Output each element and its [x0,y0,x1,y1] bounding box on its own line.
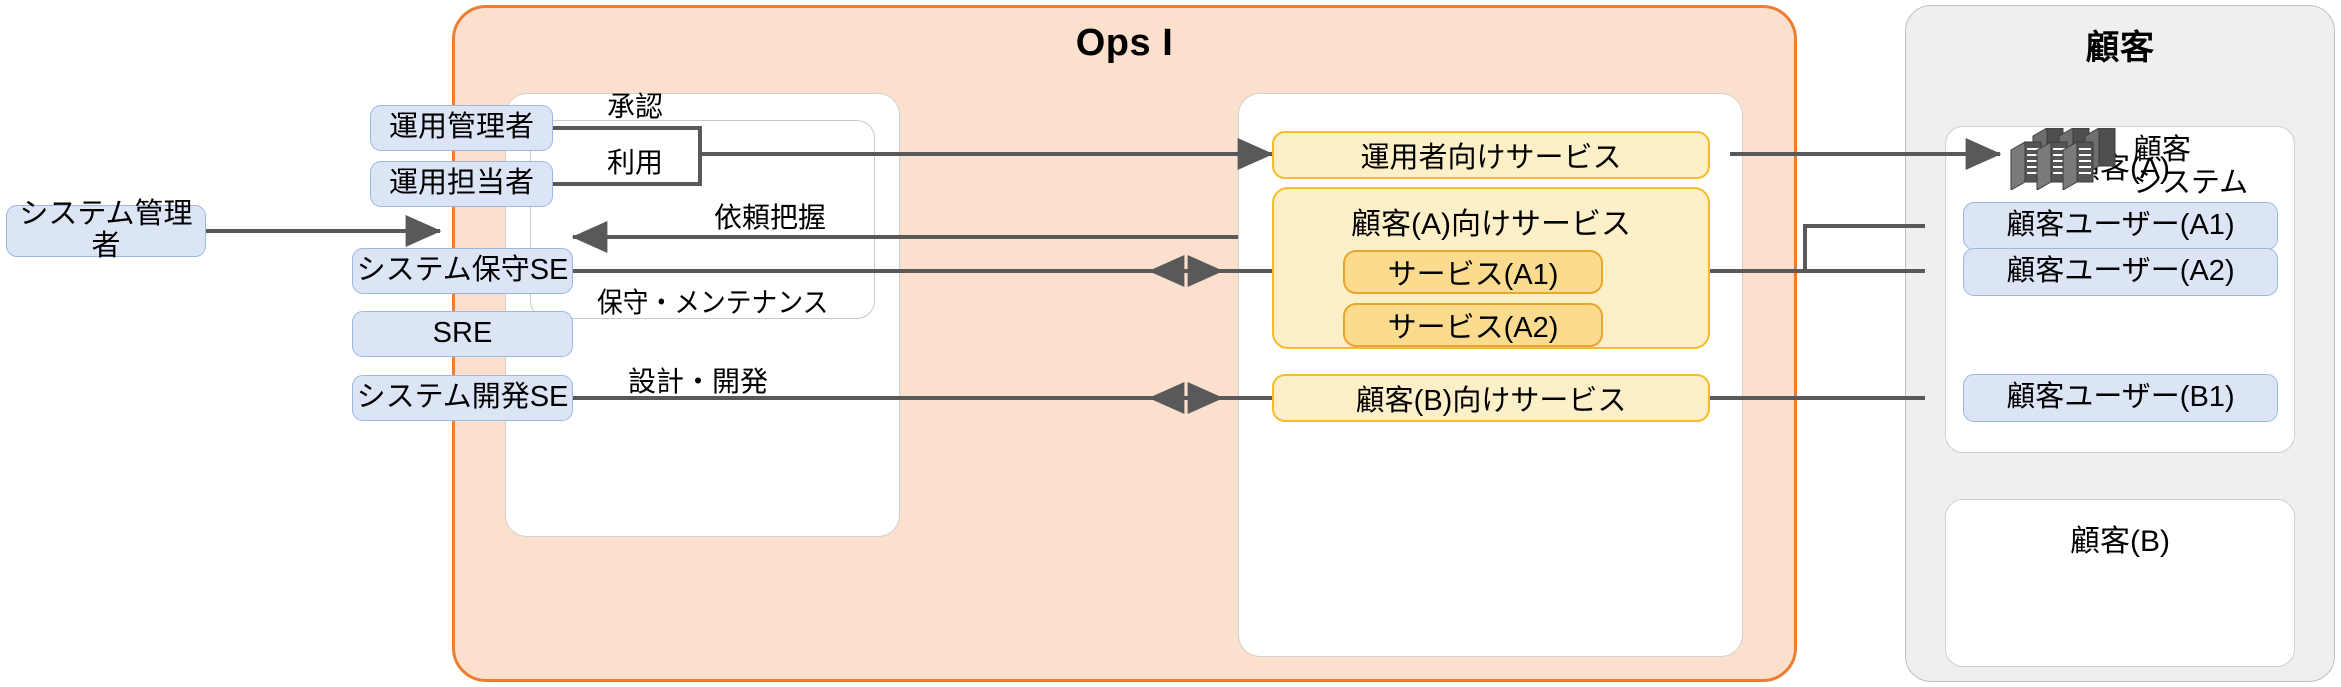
customer-b-title: 顧客(B) [2070,525,2170,558]
server-stack-icon [2003,127,2123,191]
role-development-se[interactable]: システム開発SE [352,375,573,421]
edge-label-use: 利用 [607,147,664,178]
role-ops-manager[interactable]: 運用管理者 [370,105,553,151]
role-maintenance-se-label: システム保守SE [356,254,569,287]
zone-customer-title: 顧客 [2085,29,2155,67]
service-a2-label: サービス(A2) [1387,312,1559,344]
customer-user-a2-label: 顧客ユーザー(A2) [2006,255,2235,288]
customer-b-panel: 顧客(B) [1945,499,2295,667]
role-ops-manager-label: 運用管理者 [388,111,534,144]
zone-ops-title: Ops I [1075,22,1174,64]
customer-user-a1-label: 顧客ユーザー(A1) [2006,209,2235,242]
role-development-se-label: システム開発SE [356,381,569,414]
customer-user-b1-label: 顧客ユーザー(B1) [2006,381,2235,414]
service-customer-b[interactable]: 顧客(B)向けサービス [1272,374,1710,422]
customer-system-label: 顧客 システム [2133,134,2249,200]
service-operator-label: 運用者向けサービス [1360,142,1622,174]
service-customer-b-label: 顧客(B)向けサービス [1355,385,1627,417]
role-ops-staff[interactable]: 運用担当者 [370,161,553,207]
service-a1-label: サービス(A1) [1387,259,1559,291]
role-sre[interactable]: SRE [352,311,573,357]
edge-label-maintenance: 保守・メンテナンス [597,287,829,318]
edge-label-design-dev: 設計・開発 [628,366,769,397]
customer-user-a2[interactable]: 顧客ユーザー(A2) [1963,248,2278,296]
customer-user-a1[interactable]: 顧客ユーザー(A1) [1963,202,2278,250]
service-operator[interactable]: 運用者向けサービス [1272,131,1710,179]
service-group-customer-a-title: 顧客(A)向けサービス [1351,208,1631,241]
service-a1[interactable]: サービス(A1) [1343,250,1603,294]
edge-label-request-grasp: 依頼把握 [714,202,827,233]
service-a2[interactable]: サービス(A2) [1343,303,1603,347]
actor-system-administrator[interactable]: システム管理者 [6,198,206,262]
role-maintenance-se[interactable]: システム保守SE [352,248,573,294]
role-ops-staff-label: 運用担当者 [388,167,534,200]
edge-label-approve: 承認 [607,91,664,122]
customer-user-b1[interactable]: 顧客ユーザー(B1) [1963,374,2278,422]
actor-system-administrator-label: システム管理者 [19,198,193,262]
role-sre-label: SRE [432,317,493,350]
